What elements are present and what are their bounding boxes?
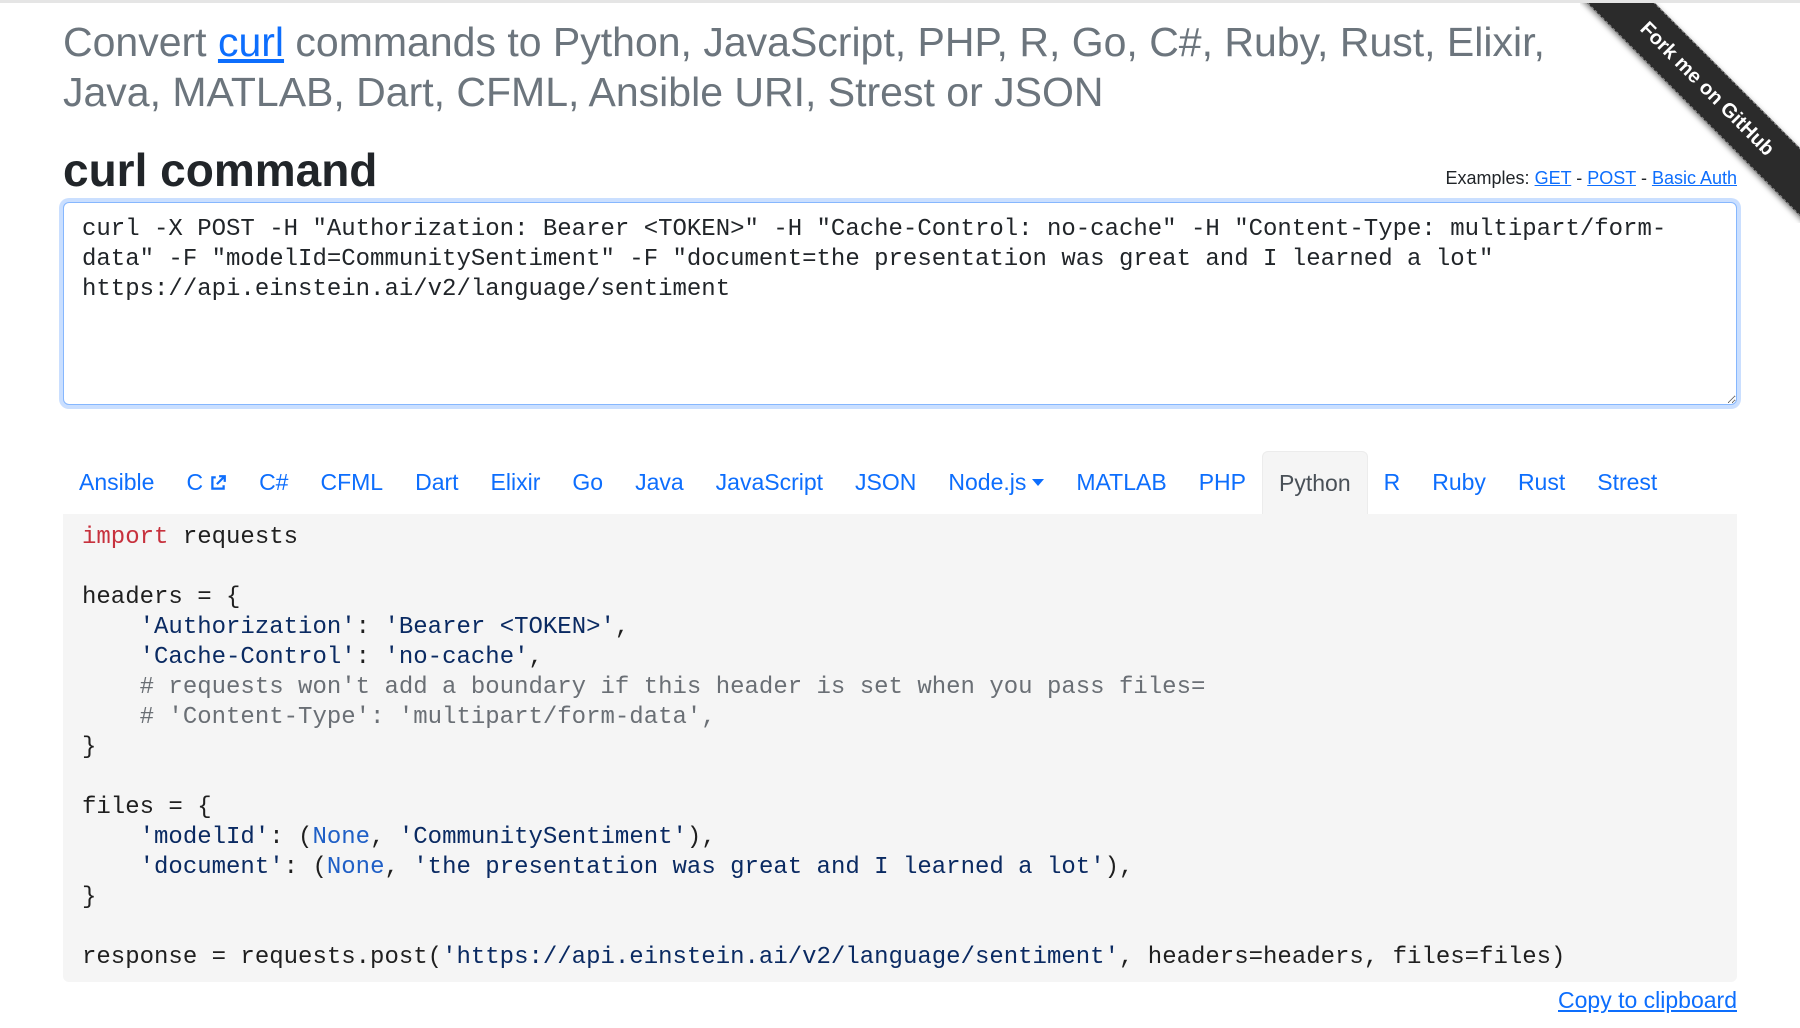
examples: Examples: GET - POST - Basic Auth (1445, 168, 1738, 188)
external-link-icon (211, 474, 226, 490)
tab-c[interactable]: C (170, 451, 243, 514)
tab-json[interactable]: JSON (855, 469, 917, 495)
language-tabs: Ansible C C# CFML Dart Elixir Go Java Ja… (63, 451, 1737, 514)
curl-command-heading: curl command (63, 144, 378, 196)
tab-javascript[interactable]: JavaScript (715, 469, 824, 495)
tab-dart[interactable]: Dart (415, 469, 459, 495)
curl-link[interactable]: curl (217, 19, 285, 65)
tab-strest[interactable]: Strest (1597, 469, 1658, 495)
tab-nodejs-dropdown[interactable]: Node.js (932, 451, 1060, 514)
tab-elixir[interactable]: Elixir (490, 469, 541, 495)
copy-to-clipboard-link[interactable]: Copy to clipboard (1558, 987, 1737, 1013)
caret-down-icon (1032, 479, 1045, 486)
page-title: Convert curl commands to Python, JavaScr… (63, 19, 1545, 115)
tab-php[interactable]: PHP (1198, 469, 1246, 495)
example-basic-auth-link[interactable]: Basic Auth (1651, 168, 1737, 188)
tab-r[interactable]: R (1383, 469, 1401, 495)
curl-command-input[interactable]: curl -X POST -H "Authorization: Bearer <… (63, 202, 1737, 405)
tab-rust[interactable]: Rust (1517, 469, 1566, 495)
example-post-link[interactable]: POST (1587, 168, 1636, 188)
tab-csharp[interactable]: C# (259, 469, 289, 495)
tab-matlab[interactable]: MATLAB (1076, 469, 1167, 495)
tab-ansible[interactable]: Ansible (79, 469, 155, 495)
generated-code: import requests headers = { 'Authorizati… (63, 514, 1737, 982)
tab-python[interactable]: Python (1262, 451, 1368, 514)
tab-cfml[interactable]: CFML (320, 469, 384, 495)
fork-me-link[interactable]: Fork me on GitHub (1580, 3, 1800, 223)
tab-java[interactable]: Java (635, 469, 684, 495)
github-ribbon[interactable]: Fork me on GitHub (1580, 3, 1800, 223)
example-get-link[interactable]: GET (1534, 168, 1572, 188)
tab-go[interactable]: Go (572, 469, 604, 495)
tab-ruby[interactable]: Ruby (1432, 469, 1486, 495)
